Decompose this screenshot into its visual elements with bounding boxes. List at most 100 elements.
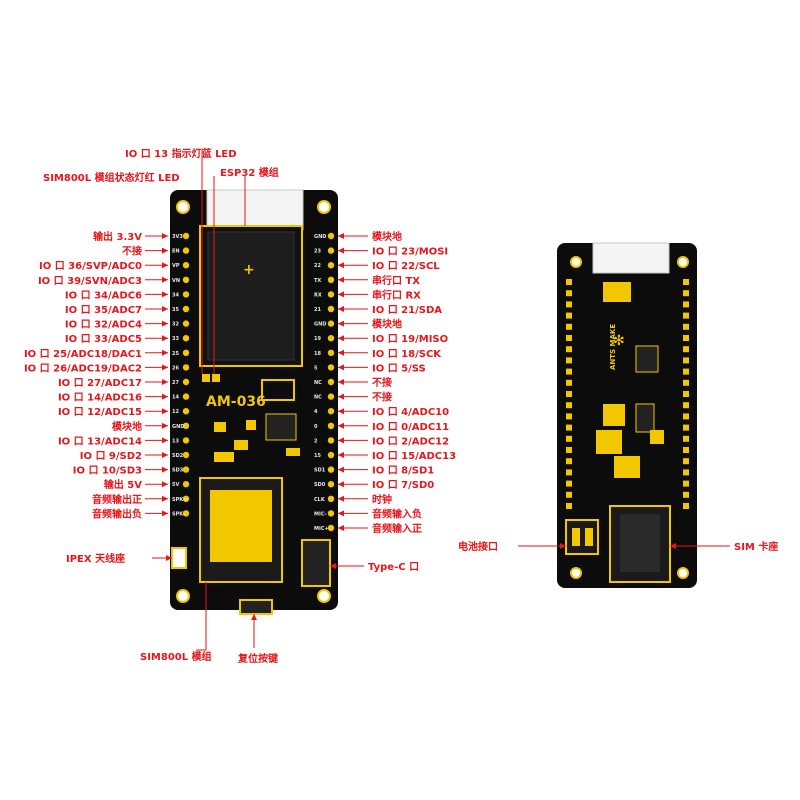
pin-pad — [182, 495, 190, 502]
sim-card-tray — [620, 514, 660, 572]
arrow-icon — [338, 525, 344, 531]
arrow-icon — [162, 510, 168, 517]
silk-pin-left: 32 — [172, 322, 179, 328]
left-pin-label: IO 口 36/SVP/ADC0 — [39, 261, 142, 272]
arrow-icon — [162, 422, 168, 429]
pin-pad — [182, 232, 190, 240]
pin-pad — [566, 391, 572, 397]
arrow-icon — [338, 320, 344, 327]
pin-pad — [566, 435, 572, 442]
pin-pad — [182, 437, 190, 444]
arrow-icon — [338, 422, 344, 429]
right-pin-label: IO 口 21/SDA — [372, 305, 442, 316]
label-sim-card: SIM 卡座 — [734, 540, 778, 553]
mount-hole — [570, 256, 582, 268]
blue-led — [202, 374, 210, 382]
arrow-icon — [162, 247, 168, 254]
board-model: AM-036 — [206, 394, 266, 410]
arrow-icon — [338, 247, 344, 254]
silk-pin-right: GND — [314, 322, 326, 328]
left-pin-label: 模块地 — [112, 420, 142, 433]
silk-pin-left: SD2 — [172, 453, 184, 459]
arrow-icon — [338, 510, 344, 517]
pin-pad — [683, 290, 689, 297]
pin-pad — [327, 408, 335, 415]
label-sim800l: SIM800L 模组 — [140, 650, 212, 663]
right-pin-label: IO 口 4/ADC10 — [372, 407, 449, 418]
pin-pad — [182, 393, 190, 400]
arrow-icon — [162, 306, 168, 312]
pin-pad — [182, 364, 190, 371]
silk-pin-left: VN — [172, 278, 180, 284]
pin-pad — [182, 422, 190, 429]
pin-pad — [566, 402, 572, 409]
arrow-icon — [338, 276, 344, 283]
pin-pad — [182, 466, 190, 473]
silk-pin-left: 25 — [172, 351, 179, 357]
pin-pad — [683, 413, 689, 420]
pin-pad — [683, 424, 689, 431]
right-pin-label: 音频输入负 — [372, 507, 422, 520]
arrow-icon — [338, 452, 344, 458]
silk-pin-right: CLK — [314, 497, 326, 503]
pin-pad — [566, 290, 572, 297]
left-pin-label: 输出 5V — [104, 478, 142, 491]
right-pin-label: IO 口 5/SS — [372, 363, 426, 374]
silk-pin-left: 33 — [172, 336, 179, 342]
pin-pad — [566, 458, 572, 465]
pin-pad — [182, 276, 190, 283]
esp32-antenna — [206, 189, 304, 231]
ic-chip — [265, 413, 297, 441]
arrow-icon — [162, 481, 168, 488]
component — [261, 379, 295, 401]
silk-pin-left: VP — [172, 263, 180, 269]
silk-pin-left: GND — [172, 424, 184, 430]
left-pin-label: IO 口 10/SD3 — [73, 466, 142, 477]
pin-pad — [683, 279, 689, 285]
leader-line — [196, 582, 207, 651]
pin-pad — [566, 503, 572, 509]
pin-pad — [683, 402, 689, 409]
silk-pin-left: 14 — [172, 395, 179, 401]
silk-pin-left: 12 — [172, 409, 179, 415]
pin-pad — [182, 510, 190, 517]
pin-pad — [182, 305, 190, 313]
arrow-icon — [162, 437, 168, 444]
pin-pad — [327, 378, 335, 386]
reset-button — [239, 599, 273, 615]
pin-pad — [566, 368, 572, 375]
silk-pin-right: 23 — [314, 249, 321, 255]
pin-pad — [566, 469, 572, 476]
arrow-icon — [338, 306, 344, 312]
mount-hole — [176, 589, 190, 603]
pin-pad — [327, 393, 335, 400]
arrow-icon — [162, 335, 168, 342]
pin-pad — [566, 424, 572, 431]
pin-pad — [683, 323, 689, 330]
arrow-icon — [338, 495, 344, 502]
label-reset: 复位按键 — [237, 652, 279, 665]
silk-pin-right: 5 — [314, 365, 318, 371]
component — [650, 430, 664, 444]
arrow-icon — [338, 481, 344, 488]
component — [614, 456, 640, 478]
left-pin-label: IO 口 12/ADC15 — [58, 407, 142, 418]
pin-pad — [327, 451, 335, 459]
left-pin-label: IO 口 13/ADC14 — [58, 436, 142, 447]
pin-pad — [683, 491, 689, 498]
pin-pad — [566, 301, 572, 308]
mount-hole — [317, 200, 331, 214]
esp32-shield — [207, 231, 295, 361]
pin-pad — [683, 335, 689, 341]
pin-pad — [182, 349, 190, 356]
arrow-icon — [162, 276, 168, 283]
pin-pad — [683, 368, 689, 375]
silk-pin-left: 13 — [172, 438, 179, 444]
pin-pad — [566, 312, 572, 319]
pin-pad — [327, 481, 335, 488]
label-ipex: IPEX 天线座 — [66, 552, 125, 565]
silk-pin-left: SPK- — [172, 511, 185, 517]
silk-pin-left: 5V — [172, 482, 179, 488]
silk-pin-right: 18 — [314, 351, 321, 357]
